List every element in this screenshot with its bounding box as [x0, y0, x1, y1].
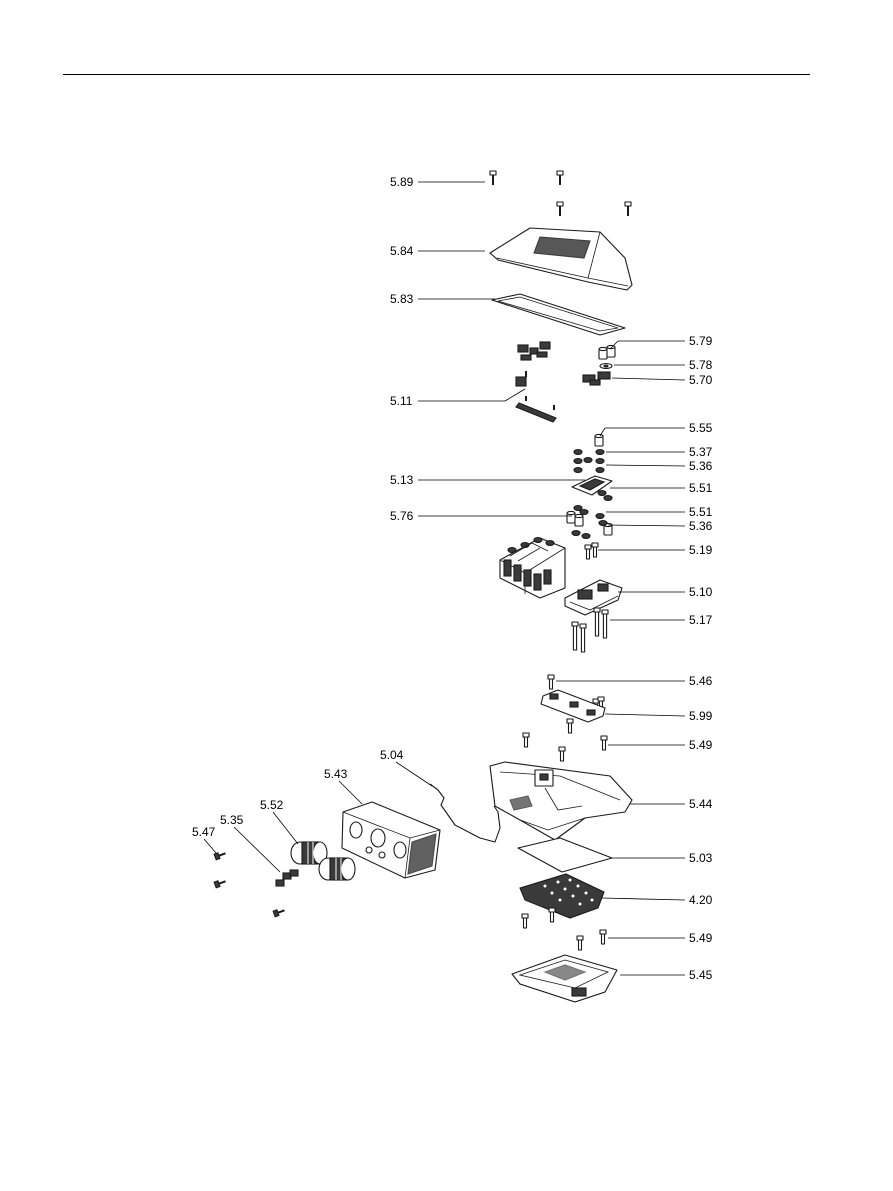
label-5-46: 5.46: [689, 674, 713, 688]
label-5-17: 5.17: [689, 613, 713, 627]
label-5-89: 5.89: [390, 175, 414, 189]
terminal-screws: [584, 542, 599, 560]
terminal-carrier: [564, 579, 623, 616]
base-gasket: [517, 837, 613, 873]
terminal-clamp-set: [517, 341, 616, 386]
electronics-board: [519, 873, 605, 919]
label-5-51-upper: 5.51: [689, 481, 713, 495]
label-5-10: 5.10: [689, 585, 713, 599]
housing-body: [489, 761, 633, 841]
label-5-83: 5.83: [390, 292, 414, 306]
label-5-19: 5.19: [689, 543, 713, 557]
label-5-36-lower: 5.36: [689, 519, 713, 533]
gland-nuts: [275, 869, 299, 887]
label-5-45: 5.45: [689, 968, 713, 982]
label-5-04: 5.04: [380, 748, 404, 762]
label-5-52: 5.52: [260, 798, 284, 812]
connection-box: [341, 801, 441, 879]
label-5-84: 5.84: [390, 244, 414, 258]
label-5-37: 5.37: [689, 445, 713, 459]
label-5-99: 5.99: [689, 709, 713, 723]
housing-cover: [489, 227, 633, 291]
leader-lines: [203, 181, 686, 976]
label-5-35: 5.35: [220, 813, 244, 827]
bridge-plate: [571, 475, 613, 502]
housing-screws-upper: [522, 718, 608, 762]
label-5-51-lower: 5.51: [689, 505, 713, 519]
base-plate: [511, 954, 618, 1003]
label-5-43: 5.43: [324, 767, 348, 781]
terminal-sleeves: [566, 504, 613, 540]
label-5-44: 5.44: [689, 797, 713, 811]
label-5-03: 5.03: [689, 851, 713, 865]
ground-cable: [429, 783, 501, 843]
terminal-block: [499, 536, 566, 599]
long-bolts: [571, 607, 609, 653]
cable-glands: [290, 841, 356, 881]
cover-screws: [489, 170, 632, 217]
label-5-49-lower: 5.49: [689, 931, 713, 945]
label-5-49-upper: 5.49: [689, 738, 713, 752]
label-5-76: 5.76: [390, 509, 414, 523]
label-5-78: 5.78: [689, 358, 713, 372]
nut-washer-stack: [573, 433, 605, 474]
mounting-plate: [540, 689, 606, 723]
label-5-36-upper: 5.36: [689, 459, 713, 473]
label-5-55: 5.55: [689, 421, 713, 435]
label-5-13: 5.13: [390, 473, 414, 487]
part-labels: 5.89 5.84 5.83 5.79 5.78 5.70 5.11 5.55 …: [192, 175, 713, 982]
box-screws: [213, 852, 285, 918]
label-4-20: 4.20: [689, 893, 713, 907]
label-5-47: 5.47: [192, 825, 216, 839]
header-rule: [63, 74, 810, 75]
grounding-strap: [515, 371, 557, 423]
label-5-79: 5.79: [689, 334, 713, 348]
label-5-70: 5.70: [689, 373, 713, 387]
label-5-11: 5.11: [390, 394, 413, 408]
cover-gasket: [491, 293, 626, 336]
